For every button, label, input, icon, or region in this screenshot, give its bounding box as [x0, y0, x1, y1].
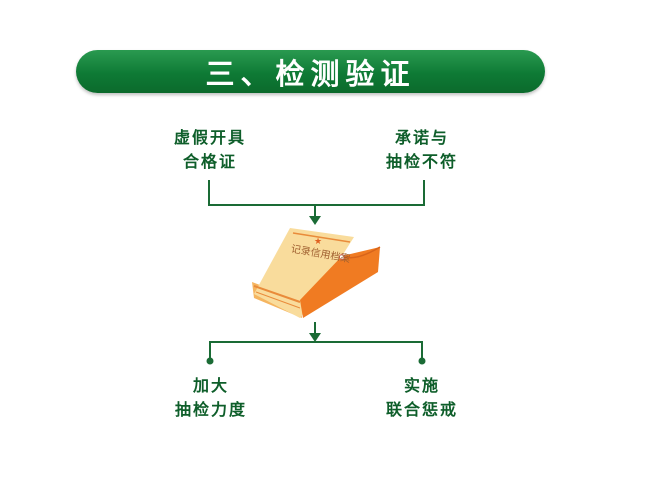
endpoint-dot — [206, 357, 214, 365]
endpoint-dot — [418, 357, 426, 365]
output-label-joint-punishment: 实施 联合惩戒 — [352, 374, 492, 422]
label-line: 合格证 — [182, 152, 237, 171]
top-merge-line — [208, 180, 425, 206]
label-line: 承诺与 — [394, 128, 449, 147]
label-line: 抽检不符 — [385, 152, 458, 171]
bottom-split-line — [209, 341, 423, 360]
credit-record-folder-icon: ★ 记录信用档案 — [252, 228, 381, 318]
arrow-down-icon — [309, 216, 321, 225]
input-label-fake-certificate: 虚假开具 合格证 — [140, 126, 280, 174]
label-line: 抽检力度 — [174, 400, 247, 419]
label-line: 虚假开具 — [173, 128, 246, 147]
section-title-banner: 三、检测验证 — [76, 50, 545, 93]
connector-lines — [208, 180, 425, 360]
label-line: 加大 — [192, 376, 229, 395]
input-label-commitment-mismatch: 承诺与 抽检不符 — [352, 126, 492, 174]
section-title: 三、检测验证 — [205, 56, 416, 91]
svg-text:★: ★ — [314, 237, 322, 247]
output-label-increase-inspection: 加大 抽检力度 — [141, 374, 281, 422]
arrow-down-icon — [309, 333, 321, 342]
label-line: 联合惩戒 — [385, 400, 458, 419]
label-line: 实施 — [403, 376, 440, 395]
